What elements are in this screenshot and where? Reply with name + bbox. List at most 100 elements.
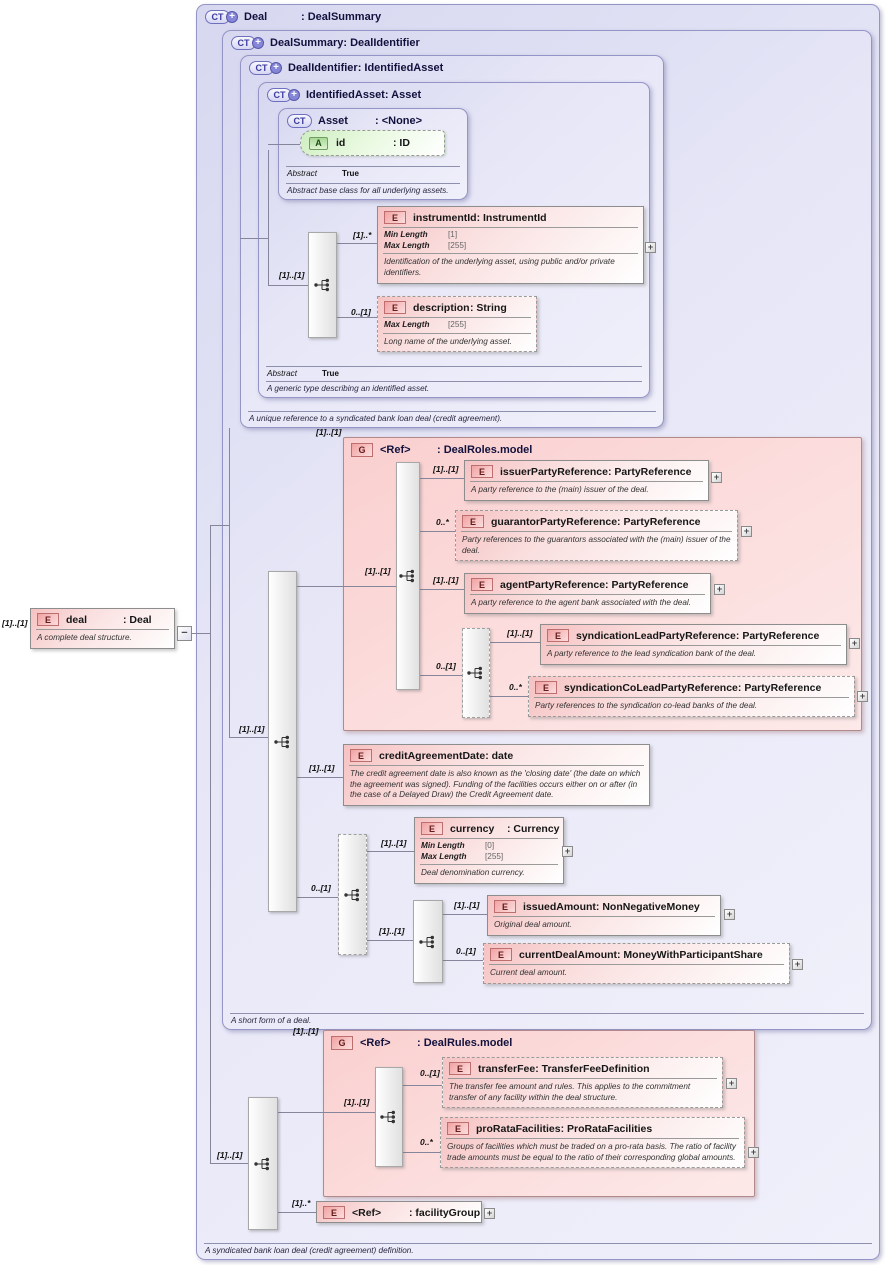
- expand-button[interactable]: +: [792, 959, 803, 970]
- ct-icon: CT: [267, 88, 292, 102]
- type-name: Asset: [318, 115, 348, 127]
- complex-type-plus-icon: CT +: [231, 36, 264, 50]
- expand-button[interactable]: +: [741, 526, 752, 537]
- element-annotation: The credit agreement date is also known …: [349, 765, 644, 805]
- expand-button[interactable]: +: [562, 846, 573, 857]
- expand-button[interactable]: +: [726, 1078, 737, 1089]
- connector-line: [443, 960, 483, 961]
- cardinality-label: [1]..[1]: [217, 1150, 243, 1160]
- connector-line: [420, 531, 455, 532]
- element-name: issuedAmount: [523, 900, 596, 913]
- sequence-bar: [308, 232, 337, 338]
- facet-value: [255]: [485, 851, 504, 861]
- expand-button[interactable]: +: [724, 909, 735, 920]
- ct-header-dealidentifier: CT + DealIdentifier : IdentifiedAsset: [249, 61, 443, 75]
- facet-value: [255]: [448, 240, 467, 250]
- connector-line: [229, 737, 268, 738]
- facet-label: Max Length: [384, 240, 430, 250]
- cardinality-label: [1]..[1]: [309, 763, 335, 773]
- sequence-icon: [399, 569, 414, 583]
- element-annotation: A complete deal structure.: [36, 629, 169, 648]
- ct-header-deal: CT + Deal : DealSummary: [205, 10, 381, 24]
- connector-line: [210, 525, 211, 1163]
- element-name: deal: [66, 613, 88, 626]
- connector-line: [367, 851, 414, 852]
- cardinality-label: 0..[1]: [420, 1068, 440, 1078]
- ct-header-identifiedasset: CT + IdentifiedAsset : Asset: [267, 88, 421, 102]
- connector-line: [278, 1112, 375, 1113]
- cardinality-label: 0..[1]: [436, 661, 456, 671]
- cardinality-label: [1]..[1]: [433, 464, 459, 474]
- connector-line: [210, 1163, 248, 1164]
- expand-button[interactable]: +: [711, 472, 722, 483]
- sequence-icon: [419, 935, 434, 948]
- expand-button[interactable]: +: [645, 242, 656, 253]
- cardinality-label: [1]..[1]: [316, 427, 342, 437]
- sequence-bar-optional: [462, 628, 490, 718]
- group-type: : DealRoles.model: [437, 444, 533, 456]
- element-type: : facilityGroup: [409, 1206, 481, 1219]
- element-type: : Deal: [123, 613, 152, 626]
- connector-line: [268, 285, 308, 286]
- connector-line: [240, 238, 268, 239]
- cardinality-label: [1]..[1]: [279, 270, 305, 280]
- type-name: Deal: [244, 11, 268, 23]
- cardinality-label: [1]..[1]: [454, 900, 480, 910]
- element-icon: E: [462, 515, 484, 528]
- attribute-box-id: A id : ID: [300, 130, 445, 156]
- element-type: : date: [485, 749, 514, 762]
- cardinality-label: 0..*: [509, 682, 522, 692]
- expand-button[interactable]: +: [748, 1147, 759, 1158]
- element-annotation: Long name of the underlying asset.: [383, 332, 531, 352]
- abstract-label: Abstract: [287, 169, 318, 178]
- abstract-label: Abstract: [267, 369, 298, 378]
- sequence-icon: [343, 888, 359, 901]
- collapse-button[interactable]: −: [177, 626, 192, 641]
- sequence-icon: [380, 1110, 395, 1124]
- type-annotation: A syndicated bank loan deal (credit agre…: [204, 1243, 872, 1256]
- expand-button[interactable]: +: [484, 1208, 495, 1219]
- cardinality-label: [1]..[1]: [433, 575, 459, 585]
- type-annotation: A unique reference to a syndicated bank …: [248, 411, 656, 424]
- sequence-bar-optional: [338, 834, 367, 955]
- element-type: : InstrumentId: [476, 211, 547, 224]
- cardinality-label: 0..*: [436, 517, 449, 527]
- connector-line: [490, 642, 540, 643]
- group-header: G <Ref> : DealRules.model: [331, 1036, 512, 1050]
- sequence-bar: [396, 462, 420, 690]
- cardinality-label: [1]..[1]: [293, 1026, 319, 1036]
- connector-line: [420, 478, 464, 479]
- element-icon: E: [494, 900, 516, 913]
- cardinality-label: [1]..*: [292, 1198, 311, 1208]
- expand-button[interactable]: +: [714, 584, 725, 595]
- ct-header-dealsummary: CT + DealSummary : DealIdentifier: [231, 36, 420, 50]
- expand-button[interactable]: +: [849, 638, 860, 649]
- element-type: : ProRataFacilities: [560, 1122, 653, 1135]
- element-name: guarantorPartyReference: [491, 515, 618, 528]
- sequence-icon: [254, 1157, 269, 1170]
- type-name: IdentifiedAsset: [306, 89, 385, 101]
- connector-line: [297, 586, 396, 587]
- cardinality-label: 0..[1]: [456, 946, 476, 956]
- ct-icon: CT: [287, 114, 312, 128]
- type-name: DealSummary: [270, 37, 344, 49]
- sequence-icon: [467, 666, 482, 680]
- connector-line: [403, 1152, 440, 1153]
- cardinality-label: [1]..[1]: [507, 628, 533, 638]
- expand-button[interactable]: +: [857, 691, 868, 702]
- element-name: issuerPartyReference: [500, 465, 608, 478]
- element-type: : PartyReference: [735, 629, 820, 642]
- complex-type-plus-icon: CT +: [267, 88, 300, 102]
- group-type: : DealRules.model: [417, 1037, 513, 1049]
- element-type: : String: [470, 301, 507, 314]
- sequence-bar: [375, 1067, 403, 1167]
- element-icon: E: [471, 465, 493, 478]
- element-annotation: Current deal amount.: [489, 964, 784, 983]
- facet-list: Max Length[255]: [383, 317, 531, 333]
